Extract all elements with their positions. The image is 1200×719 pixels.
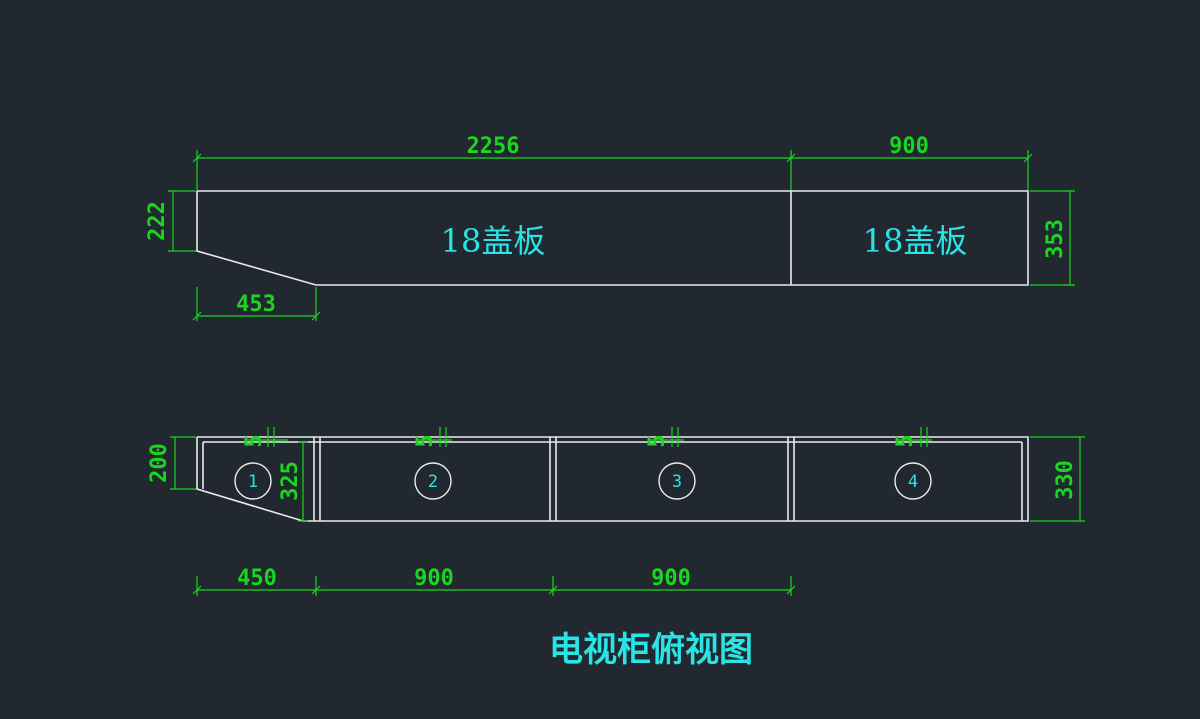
dim-353: 353: [1043, 219, 1068, 259]
dim-right-height-bottom: [1030, 436, 1085, 522]
panel-label-left: 18盖板: [441, 222, 546, 260]
panel-label-right: 18盖板: [863, 222, 968, 260]
dim-200: 200: [147, 443, 172, 483]
dim-453: 453: [236, 292, 276, 317]
dim-bottom-offset: [192, 287, 321, 321]
compartment-number-1: 1: [248, 472, 258, 492]
tick-label-1: 5: [242, 434, 267, 447]
dim-900-bottom-1: 900: [414, 566, 454, 591]
bottom-view: 1 2 3 4 5 5 5 5: [147, 427, 1085, 596]
tick-label-2: 5: [413, 434, 438, 447]
cabinet-outline: [196, 436, 1029, 522]
compartment-number-3: 3: [672, 472, 682, 492]
tick-mark-3: [648, 427, 684, 447]
dim-inner-height: [298, 441, 308, 522]
dim-overall-top: [192, 150, 1033, 190]
tick-mark-2: [416, 427, 452, 447]
dim-left-height-top: [168, 190, 196, 252]
compartment-bubble-3: [658, 462, 696, 500]
compartment-bubble-1: [234, 462, 272, 500]
dim-left-height-bottom: [170, 436, 196, 490]
tick-label-4: 5: [893, 434, 918, 447]
dim-450: 450: [237, 566, 277, 591]
tick-mark-1: [246, 427, 288, 447]
dim-2256: 2256: [467, 134, 520, 159]
dim-325: 325: [278, 461, 303, 501]
tick-label-3: 5: [645, 434, 670, 447]
tick-mark-4: [896, 427, 932, 447]
dim-330: 330: [1053, 460, 1078, 500]
compartment-bubble-2: [414, 462, 452, 500]
drawing-title: 电视柜俯视图: [549, 630, 753, 670]
dim-bottom-widths: [192, 576, 796, 596]
top-panel-outline: [196, 190, 1029, 286]
compartment-number-2: 2: [428, 472, 438, 492]
top-view: 18盖板 18盖板 2256 900 222 353: [145, 134, 1075, 321]
compartment-bubble-4: [894, 462, 932, 500]
dim-900-bottom-2: 900: [651, 566, 691, 591]
dim-900-top: 900: [889, 134, 929, 159]
compartment-number-4: 4: [908, 472, 918, 492]
dim-right-height-top: [1030, 190, 1075, 286]
dim-222: 222: [145, 201, 170, 241]
